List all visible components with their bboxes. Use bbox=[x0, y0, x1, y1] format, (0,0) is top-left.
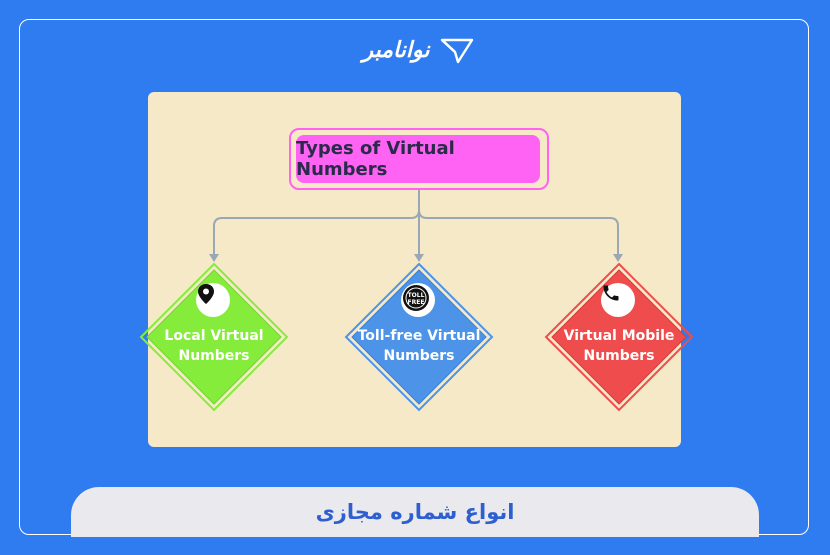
node-diamond-shape bbox=[139, 262, 289, 412]
node-label-line2: Numbers bbox=[178, 348, 250, 364]
node-diamond-shape bbox=[344, 262, 494, 412]
node-diamond-shape bbox=[544, 262, 694, 412]
node-label-line2: Numbers bbox=[383, 348, 455, 364]
node-label-line1: Toll-free Virtual bbox=[357, 328, 481, 344]
node-toll-free-virtual-numbers: TOLL FREE Toll-free Virtual Numbers bbox=[344, 262, 494, 412]
paper-plane-icon bbox=[440, 38, 473, 64]
node-label: Virtual Mobile Numbers bbox=[549, 326, 689, 366]
phone-icon bbox=[601, 283, 635, 317]
node-label: Toll-free Virtual Numbers bbox=[349, 326, 489, 366]
node-virtual-mobile-numbers: Virtual Mobile Numbers bbox=[544, 262, 694, 412]
location-pin-icon bbox=[196, 283, 230, 317]
toll-free-icon-text1: TOLL bbox=[408, 292, 425, 299]
node-label-line2: Numbers bbox=[583, 348, 655, 364]
node-label: Local Virtual Numbers bbox=[144, 326, 284, 366]
caption-title: انواع شماره مجازی bbox=[315, 500, 515, 524]
root-node: Types of Virtual Numbers bbox=[296, 135, 540, 183]
node-label-line1: Local Virtual bbox=[164, 328, 264, 344]
root-node-label: Types of Virtual Numbers bbox=[296, 138, 455, 180]
brand-logo: نوانامبر bbox=[348, 34, 488, 66]
root-node-outline bbox=[289, 128, 549, 190]
node-label-line1: Virtual Mobile bbox=[563, 328, 675, 344]
caption-bar: انواع شماره مجازی bbox=[71, 487, 759, 537]
toll-free-icon: TOLL FREE bbox=[401, 283, 435, 317]
toll-free-icon-text2: FREE bbox=[408, 299, 425, 306]
node-local-virtual-numbers: Local Virtual Numbers bbox=[139, 262, 289, 412]
logo-text: نوانامبر bbox=[362, 37, 430, 63]
